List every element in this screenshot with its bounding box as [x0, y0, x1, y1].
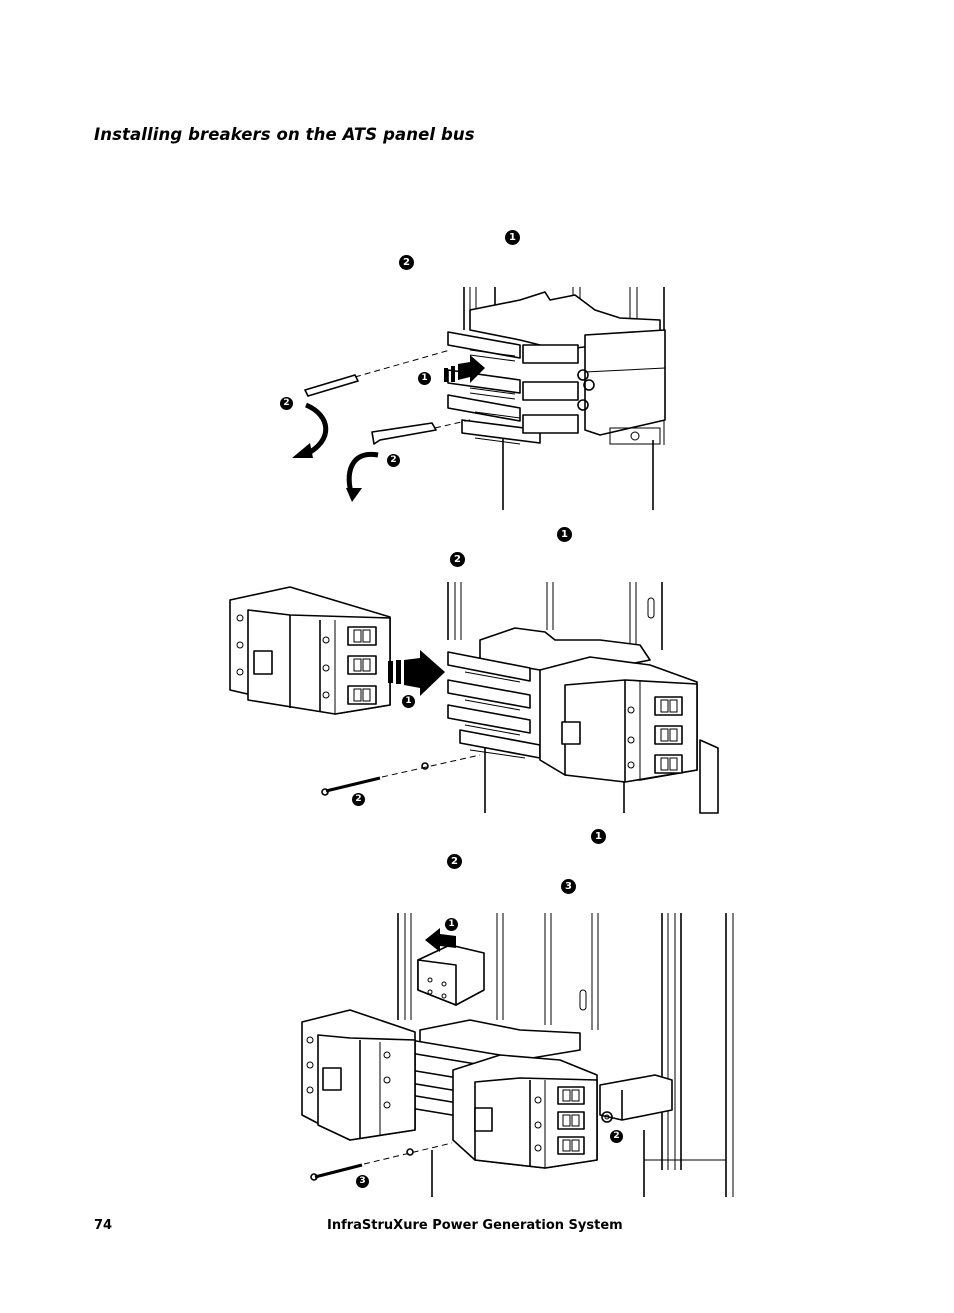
step-marker-1: 1 — [557, 527, 572, 542]
figure-callout-2: 2 — [387, 454, 400, 467]
figure-callout-2: 2 — [610, 1130, 623, 1143]
step-marker-3: 3 — [561, 879, 576, 894]
document-title: InfraStruXure Power Generation System — [327, 1218, 623, 1233]
figure-callout-1: 1 — [402, 695, 415, 708]
step-marker-1: 1 — [591, 829, 606, 844]
step-marker-2: 2 — [399, 255, 414, 270]
step-marker-2: 2 — [450, 552, 465, 567]
figure-callout-3: 3 — [356, 1175, 369, 1188]
step-marker-2: 2 — [447, 854, 462, 869]
figure-callout-2: 2 — [280, 397, 293, 410]
figure-callout-1: 1 — [418, 372, 431, 385]
figure-callout-1: 1 — [445, 918, 458, 931]
page-number: 74 — [94, 1218, 113, 1233]
section-heading: Installing breakers on the ATS panel bus — [94, 125, 475, 144]
figure-callout-2: 2 — [352, 793, 365, 806]
step-marker-1: 1 — [505, 230, 520, 245]
